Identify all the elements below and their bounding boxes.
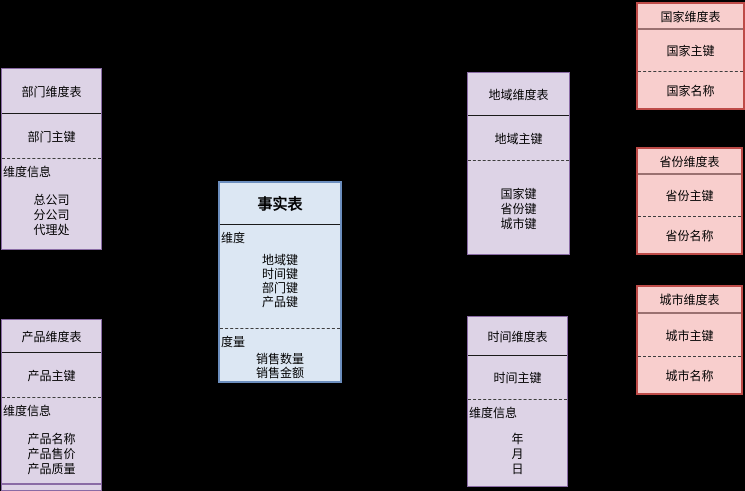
city-dimension-box: 城市维度表 城市主键 城市名称 [636,285,743,395]
department-dimension-title: 部门维度表 [2,69,101,114]
time-primary-key: 时间主键 [468,356,567,400]
region-dimension-box: 地域维度表 地域主键 国家键 省份键 城市键 [467,72,570,255]
product-primary-key: 产品主键 [2,353,101,398]
time-attribute: 年 [511,432,524,446]
country-dimension-box: 国家维度表 国家主键 国家名称 [636,2,745,110]
department-dimension-box: 部门维度表 部门主键 维度信息 总公司 分公司 代理处 [1,68,102,250]
province-dimension-title: 省份维度表 [638,149,741,175]
department-attribute: 分公司 [33,208,70,222]
country-attribute: 国家名称 [666,83,715,98]
time-attribute: 月 [511,447,524,461]
fact-dim-key: 地域键 [261,253,298,267]
region-attributes: 国家键 省份键 城市键 [468,161,569,254]
city-primary-key: 城市主键 [638,314,741,357]
fact-measure: 销售数量 [255,352,304,366]
department-primary-key: 部门主键 [2,114,101,159]
fact-measure: 销售金额 [255,366,304,380]
product-dimension-title: 产品维度表 [2,320,101,353]
fact-dim-key: 产品键 [261,295,298,309]
time-attributes: 维度信息 年 月 日 [468,400,567,486]
product-info-label: 维度信息 [3,404,52,418]
time-info-label: 维度信息 [469,406,518,420]
region-attribute: 城市键 [500,217,537,231]
product-attribute: 产品售价 [27,447,76,461]
fact-dim-key: 部门键 [261,281,298,295]
product-dimension-box: 产品维度表 产品主键 维度信息 产品名称 产品售价 产品质量 [1,319,102,484]
department-attributes: 维度信息 总公司 分公司 代理处 [2,159,101,249]
product-attribute: 产品质量 [27,462,76,476]
department-attribute: 代理处 [33,223,70,237]
region-primary-key: 地域主键 [468,116,569,161]
fact-measure-label: 度量 [221,335,246,349]
province-attribute: 省份名称 [665,228,714,243]
fact-dim-label: 维度 [221,231,246,245]
time-dimension-title: 时间维度表 [468,317,567,356]
product-attributes: 维度信息 产品名称 产品售价 产品质量 [2,398,101,483]
product-attribute: 产品名称 [27,432,76,446]
country-dimension-title: 国家维度表 [638,4,743,30]
city-dimension-title: 城市维度表 [638,287,741,314]
region-attribute: 国家键 [500,187,537,201]
fact-table-box: 事实表 维度 地域键 时间键 部门键 产品键 度量 销售数量 销售金额 [218,181,342,383]
province-primary-key: 省份主键 [638,175,741,217]
fact-table-title: 事实表 [220,183,340,225]
clipped-dimension-box [1,484,102,491]
time-dimension-box: 时间维度表 时间主键 维度信息 年 月 日 [467,316,568,487]
department-info-label: 维度信息 [3,165,52,179]
country-primary-key: 国家主键 [638,30,743,72]
fact-table-measures: 度量 销售数量 销售金额 [220,329,340,381]
fact-table-dimensions: 维度 地域键 时间键 部门键 产品键 [220,225,340,329]
time-attribute: 日 [511,462,524,476]
city-attribute: 城市名称 [665,368,714,383]
fact-dim-key: 时间键 [261,267,298,281]
region-dimension-title: 地域维度表 [468,73,569,116]
region-attribute: 省份键 [500,202,537,216]
province-dimension-box: 省份维度表 省份主键 省份名称 [636,147,743,255]
department-attribute: 总公司 [33,193,70,207]
